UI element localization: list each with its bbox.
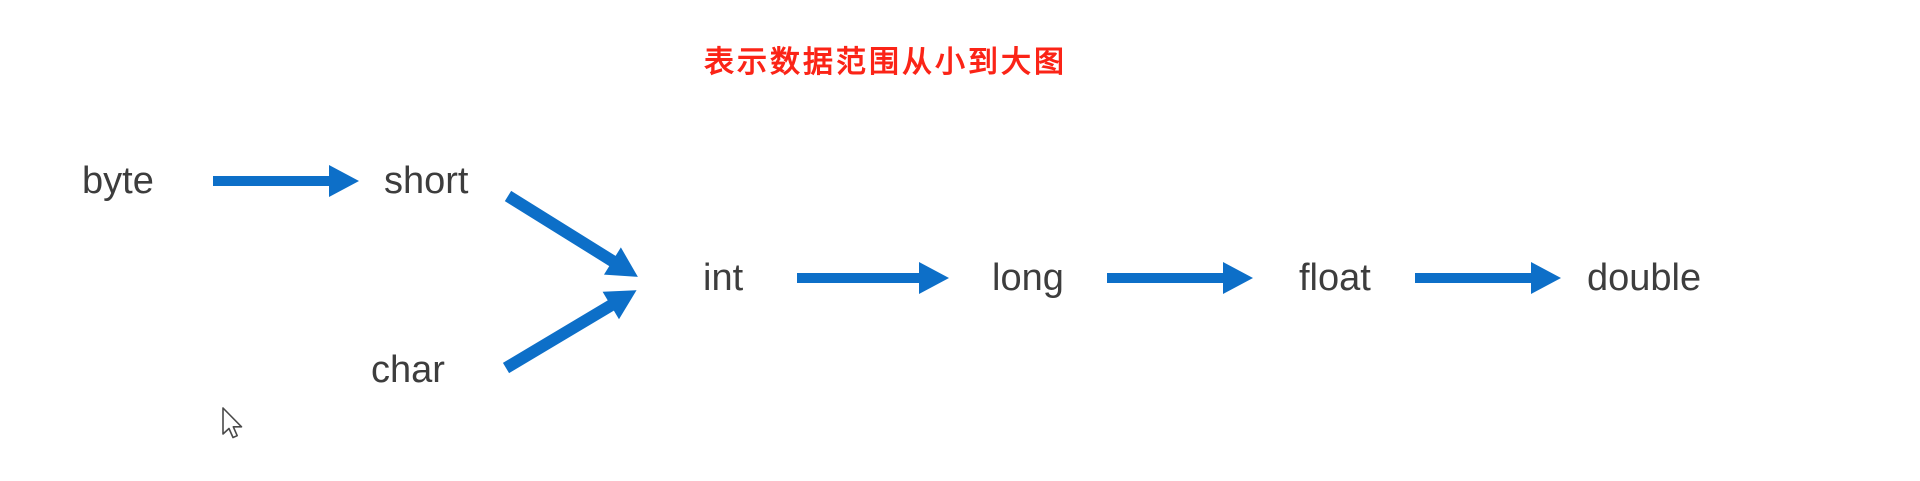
arrow-byte-to-short-icon [213,165,359,197]
node-float: float [1299,257,1371,299]
arrow-int-to-long-icon [797,262,949,294]
diagram-title: 表示数据范围从小到大图 [704,46,1067,79]
arrow-short-to-int-icon [504,190,638,277]
node-long: long [992,257,1064,299]
arrow-long-to-float-icon [1107,262,1253,294]
node-int: int [703,257,744,299]
node-char: char [371,349,445,391]
arrow-char-to-int-icon [502,290,637,374]
node-byte: byte [82,160,154,202]
arrow-float-to-double-icon [1415,262,1561,294]
node-short: short [384,160,469,202]
node-double: double [1587,257,1702,299]
mouse-cursor-icon [222,407,243,439]
